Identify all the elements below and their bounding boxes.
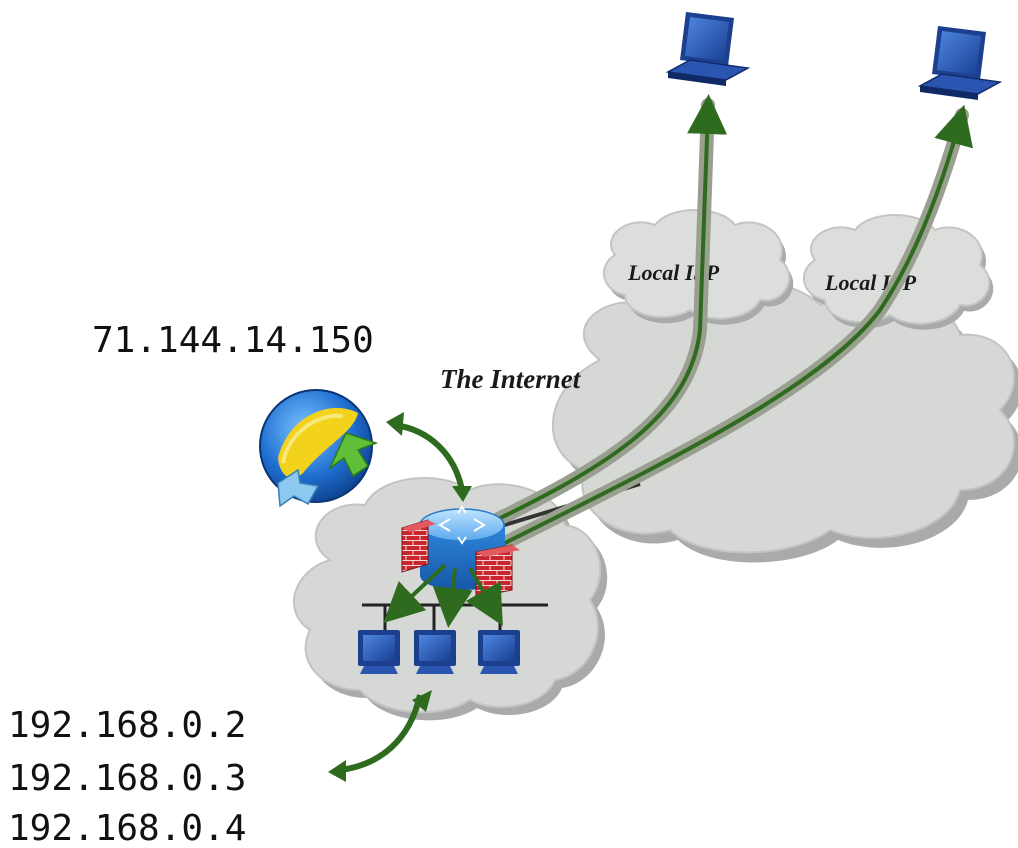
lan-ips-arrow (328, 690, 432, 782)
globe-icon (259, 389, 379, 508)
desktop-icon (414, 630, 456, 674)
firewall-icon (401, 519, 436, 573)
desktop-icon (358, 630, 400, 674)
lan-bus (362, 563, 548, 630)
internet-label: The Internet (440, 364, 582, 394)
public-ip-label: 71.144.14.150 (92, 320, 374, 361)
desktop-icon (478, 630, 520, 674)
laptop-icon (917, 26, 1003, 100)
wan-links (473, 94, 973, 555)
laptop-icon (665, 12, 751, 86)
link-2-line (494, 104, 973, 550)
private-ip-label: 192.168.0.4 (8, 808, 246, 848)
private-ip-label: 192.168.0.2 (8, 705, 246, 746)
private-ip-label: 192.168.0.3 (8, 758, 246, 799)
globe-router-arrow (386, 412, 472, 502)
internet-cloud (552, 277, 1018, 563)
link-1-line (479, 94, 728, 530)
